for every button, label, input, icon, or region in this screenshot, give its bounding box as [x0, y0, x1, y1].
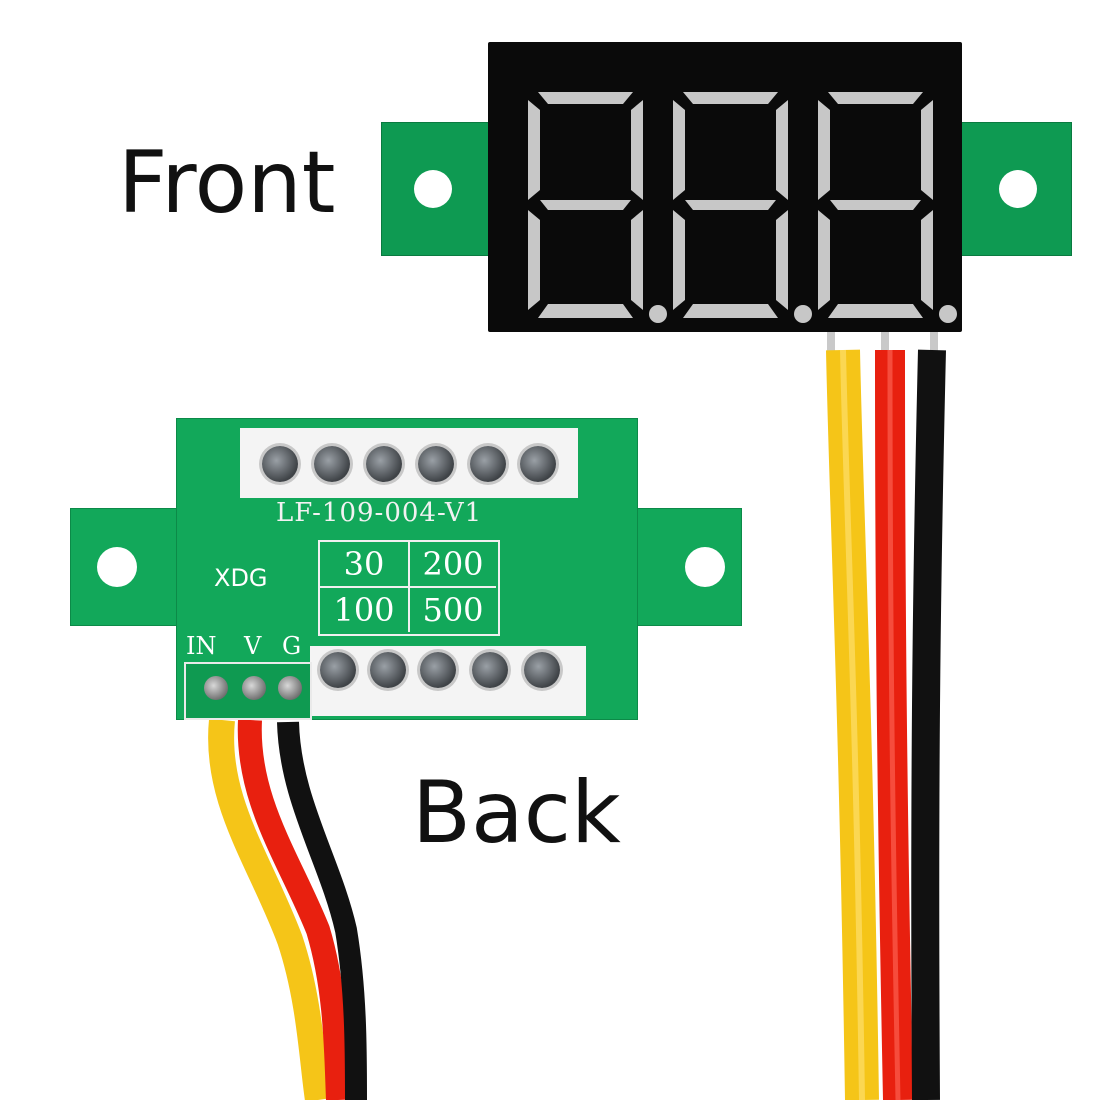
range-cell: 500 — [422, 591, 484, 629]
range-table: 30 200 100 500 — [318, 540, 500, 636]
pin-g — [278, 676, 302, 700]
solder-pad — [470, 446, 506, 482]
mount-hole — [414, 170, 452, 208]
back-wires — [208, 718, 367, 1100]
solder-pad — [520, 446, 556, 482]
pin-label-g: G — [282, 632, 302, 660]
solder-pad — [524, 652, 560, 688]
seven-segment-display — [488, 42, 962, 332]
pin-v — [242, 676, 266, 700]
front-mount-tab-right — [958, 122, 1072, 256]
solder-pad — [472, 652, 508, 688]
back-mount-tab-left — [70, 508, 184, 626]
solder-pad — [262, 446, 298, 482]
range-cell: 100 — [320, 588, 410, 632]
brand-label: XDG — [214, 564, 268, 592]
range-cell: 30 — [320, 542, 410, 588]
pin-label-in: IN — [186, 632, 217, 660]
board-code: LF-109-004-V1 — [276, 498, 483, 528]
mount-hole — [999, 170, 1037, 208]
solder-pad — [420, 652, 456, 688]
solder-pad — [320, 652, 356, 688]
back-label: Back — [412, 763, 621, 863]
digit-3 — [818, 92, 957, 323]
front-label: Front — [118, 133, 336, 233]
range-cell: 200 — [410, 542, 496, 588]
segment-digits — [528, 92, 957, 323]
pin-label-v: V — [244, 632, 262, 660]
mount-hole — [685, 547, 725, 587]
solder-pad — [418, 446, 454, 482]
front-mount-tab-left — [381, 122, 495, 256]
solder-pad — [366, 446, 402, 482]
solder-pad — [370, 652, 406, 688]
pin-in — [204, 676, 228, 700]
digit-2 — [673, 92, 812, 323]
front-wires — [826, 332, 946, 1100]
mount-hole — [97, 547, 137, 587]
digit-1 — [528, 92, 667, 323]
solder-pad — [314, 446, 350, 482]
back-mount-tab-right — [634, 508, 742, 626]
